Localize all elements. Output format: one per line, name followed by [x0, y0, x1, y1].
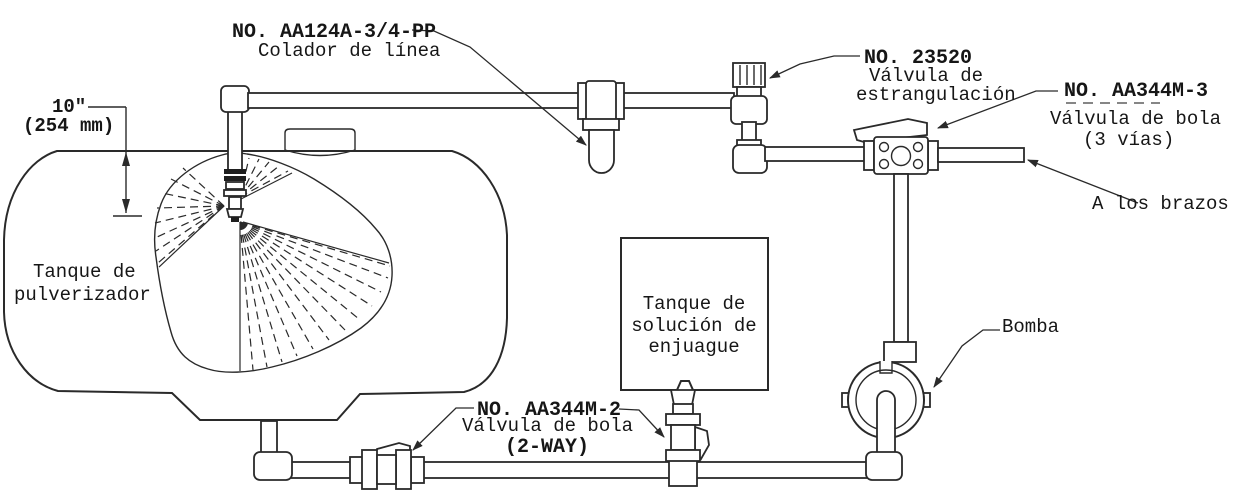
sprayer-tank-label-1: Tanque de	[33, 261, 136, 283]
pipe-to-three-way-valve	[764, 146, 867, 162]
three-way-part-no: NO. AA344M-3	[1064, 80, 1208, 103]
two-way-name-1: Válvula de bola	[462, 415, 633, 437]
spray-fan-main	[239, 221, 391, 371]
two-way-valve-leader-arrow-right	[618, 408, 665, 438]
text-labels: NO. AA124A-3/4-PP Colador de línea NO. 2…	[14, 21, 1229, 459]
line-strainer	[577, 80, 625, 174]
to-arms-label: A los brazos	[1092, 193, 1229, 215]
dimension-10-inch	[88, 106, 142, 217]
throttle-valve	[730, 62, 768, 174]
throttle-part-no: NO. 23520	[864, 47, 972, 70]
three-way-ball-valve	[852, 118, 939, 175]
pump-suction-riser	[883, 173, 917, 363]
supply-pipe-top	[247, 92, 735, 109]
three-way-valve-leader-arrow	[936, 90, 1058, 129]
pump-elbow-fitting	[865, 451, 903, 481]
tank-drain	[253, 420, 293, 481]
spray-fan-left	[154, 167, 225, 268]
rinse-tank-label-3: enjuague	[648, 336, 739, 358]
leader-lines	[411, 29, 1160, 451]
dimension-millimeters: (254 mm)	[23, 115, 114, 137]
dimension-inches: 10"	[52, 96, 86, 118]
strainer-name: Colador de línea	[258, 40, 440, 62]
rinse-tank	[620, 237, 769, 406]
two-way-part-no: NO. AA344M-2	[477, 399, 621, 422]
tank-lid-icon	[284, 128, 356, 157]
pump-outlet-pipe	[876, 390, 896, 462]
throttle-knob-icon	[732, 62, 766, 88]
strainer-leader-arrow	[411, 29, 587, 146]
pump-label: Bomba	[1002, 316, 1059, 338]
rinse-tank-valve	[665, 403, 710, 487]
sprayer-tank	[3, 128, 508, 421]
pump	[841, 361, 931, 462]
tank-outlet-neck	[669, 389, 697, 406]
throttle-name-1: Válvula de	[869, 65, 983, 87]
sprayer-tank-label-2: pulverizador	[14, 284, 151, 306]
to-arms-leader-arrow	[1026, 159, 1139, 204]
tee-fitting	[668, 459, 698, 487]
spray-nozzle-assembly	[220, 85, 250, 222]
two-way-name-2: (2-WAY)	[505, 436, 589, 459]
two-way-ball-valve	[349, 442, 425, 490]
throttle-valve-leader-arrow	[769, 55, 860, 79]
pipe-to-arms	[937, 147, 1025, 163]
two-way-valve-leader-arrow-left	[412, 407, 474, 451]
strainer-bowl-icon	[588, 129, 615, 174]
nozzle-tip-icon	[231, 217, 239, 222]
rinse-tank-label-2: solución de	[631, 315, 756, 337]
three-way-name-1: Válvula de bola	[1050, 108, 1221, 130]
rinse-tank-label-1: Tanque de	[643, 293, 746, 315]
three-way-name-2: (3 vías)	[1083, 129, 1174, 151]
pump-leader-arrow	[933, 329, 1000, 388]
strainer-part-no: NO. AA124A-3/4-PP	[232, 21, 436, 44]
elbow-fitting	[220, 85, 250, 113]
throttle-name-2: estrangulación	[856, 84, 1016, 106]
